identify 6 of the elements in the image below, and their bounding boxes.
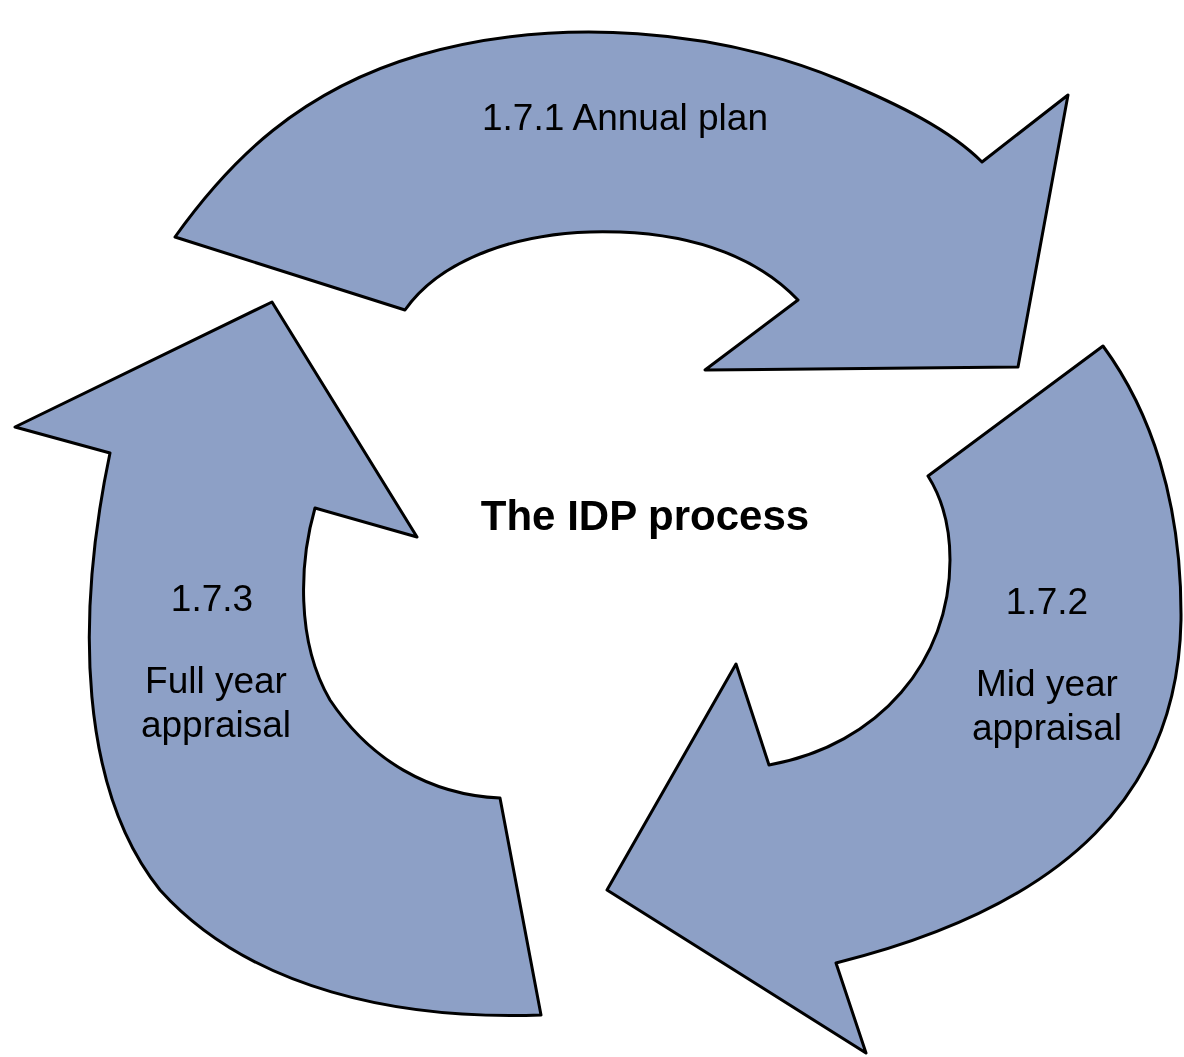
stage-label: 1.7.1 Annual plan — [481, 96, 769, 140]
stage-label: Full year appraisal — [139, 659, 293, 747]
diagram-title: The IDP process — [479, 491, 811, 541]
stage-label: 1.7.2 — [1004, 580, 1090, 624]
stage-label: 1.7.3 — [169, 577, 255, 621]
stage-label: Mid year appraisal — [970, 662, 1124, 750]
